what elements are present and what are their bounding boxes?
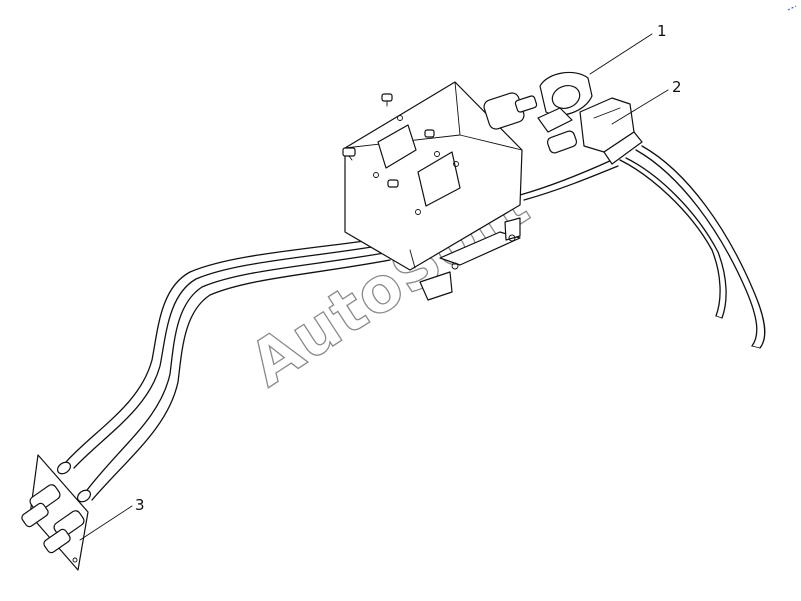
hose-bundle-left [65, 239, 391, 501]
corner-mark [787, 5, 797, 11]
mounting-bracket [344, 81, 523, 301]
bracket-cutout-upper [377, 124, 417, 169]
connector-part-2 [546, 97, 643, 165]
bolt-icon [424, 129, 435, 138]
callout-3: 3 [135, 496, 145, 514]
callout-leaders [79, 33, 669, 541]
leader-line-1 [589, 33, 653, 75]
bolt-icon [342, 147, 356, 161]
hose-bundle-right [519, 145, 766, 349]
callout-1: 1 [657, 22, 667, 40]
bolts [342, 93, 435, 188]
bracket-cutout-lower [417, 151, 461, 207]
leader-line-3 [79, 505, 133, 541]
bracket-foot [439, 231, 521, 266]
leader-line-2 [611, 89, 669, 125]
bolt-icon [381, 93, 393, 107]
end-plate-part-3 [21, 454, 92, 571]
connector-part-1 [483, 71, 593, 133]
bolt-icon [387, 179, 399, 188]
callout-2: 2 [672, 78, 682, 96]
